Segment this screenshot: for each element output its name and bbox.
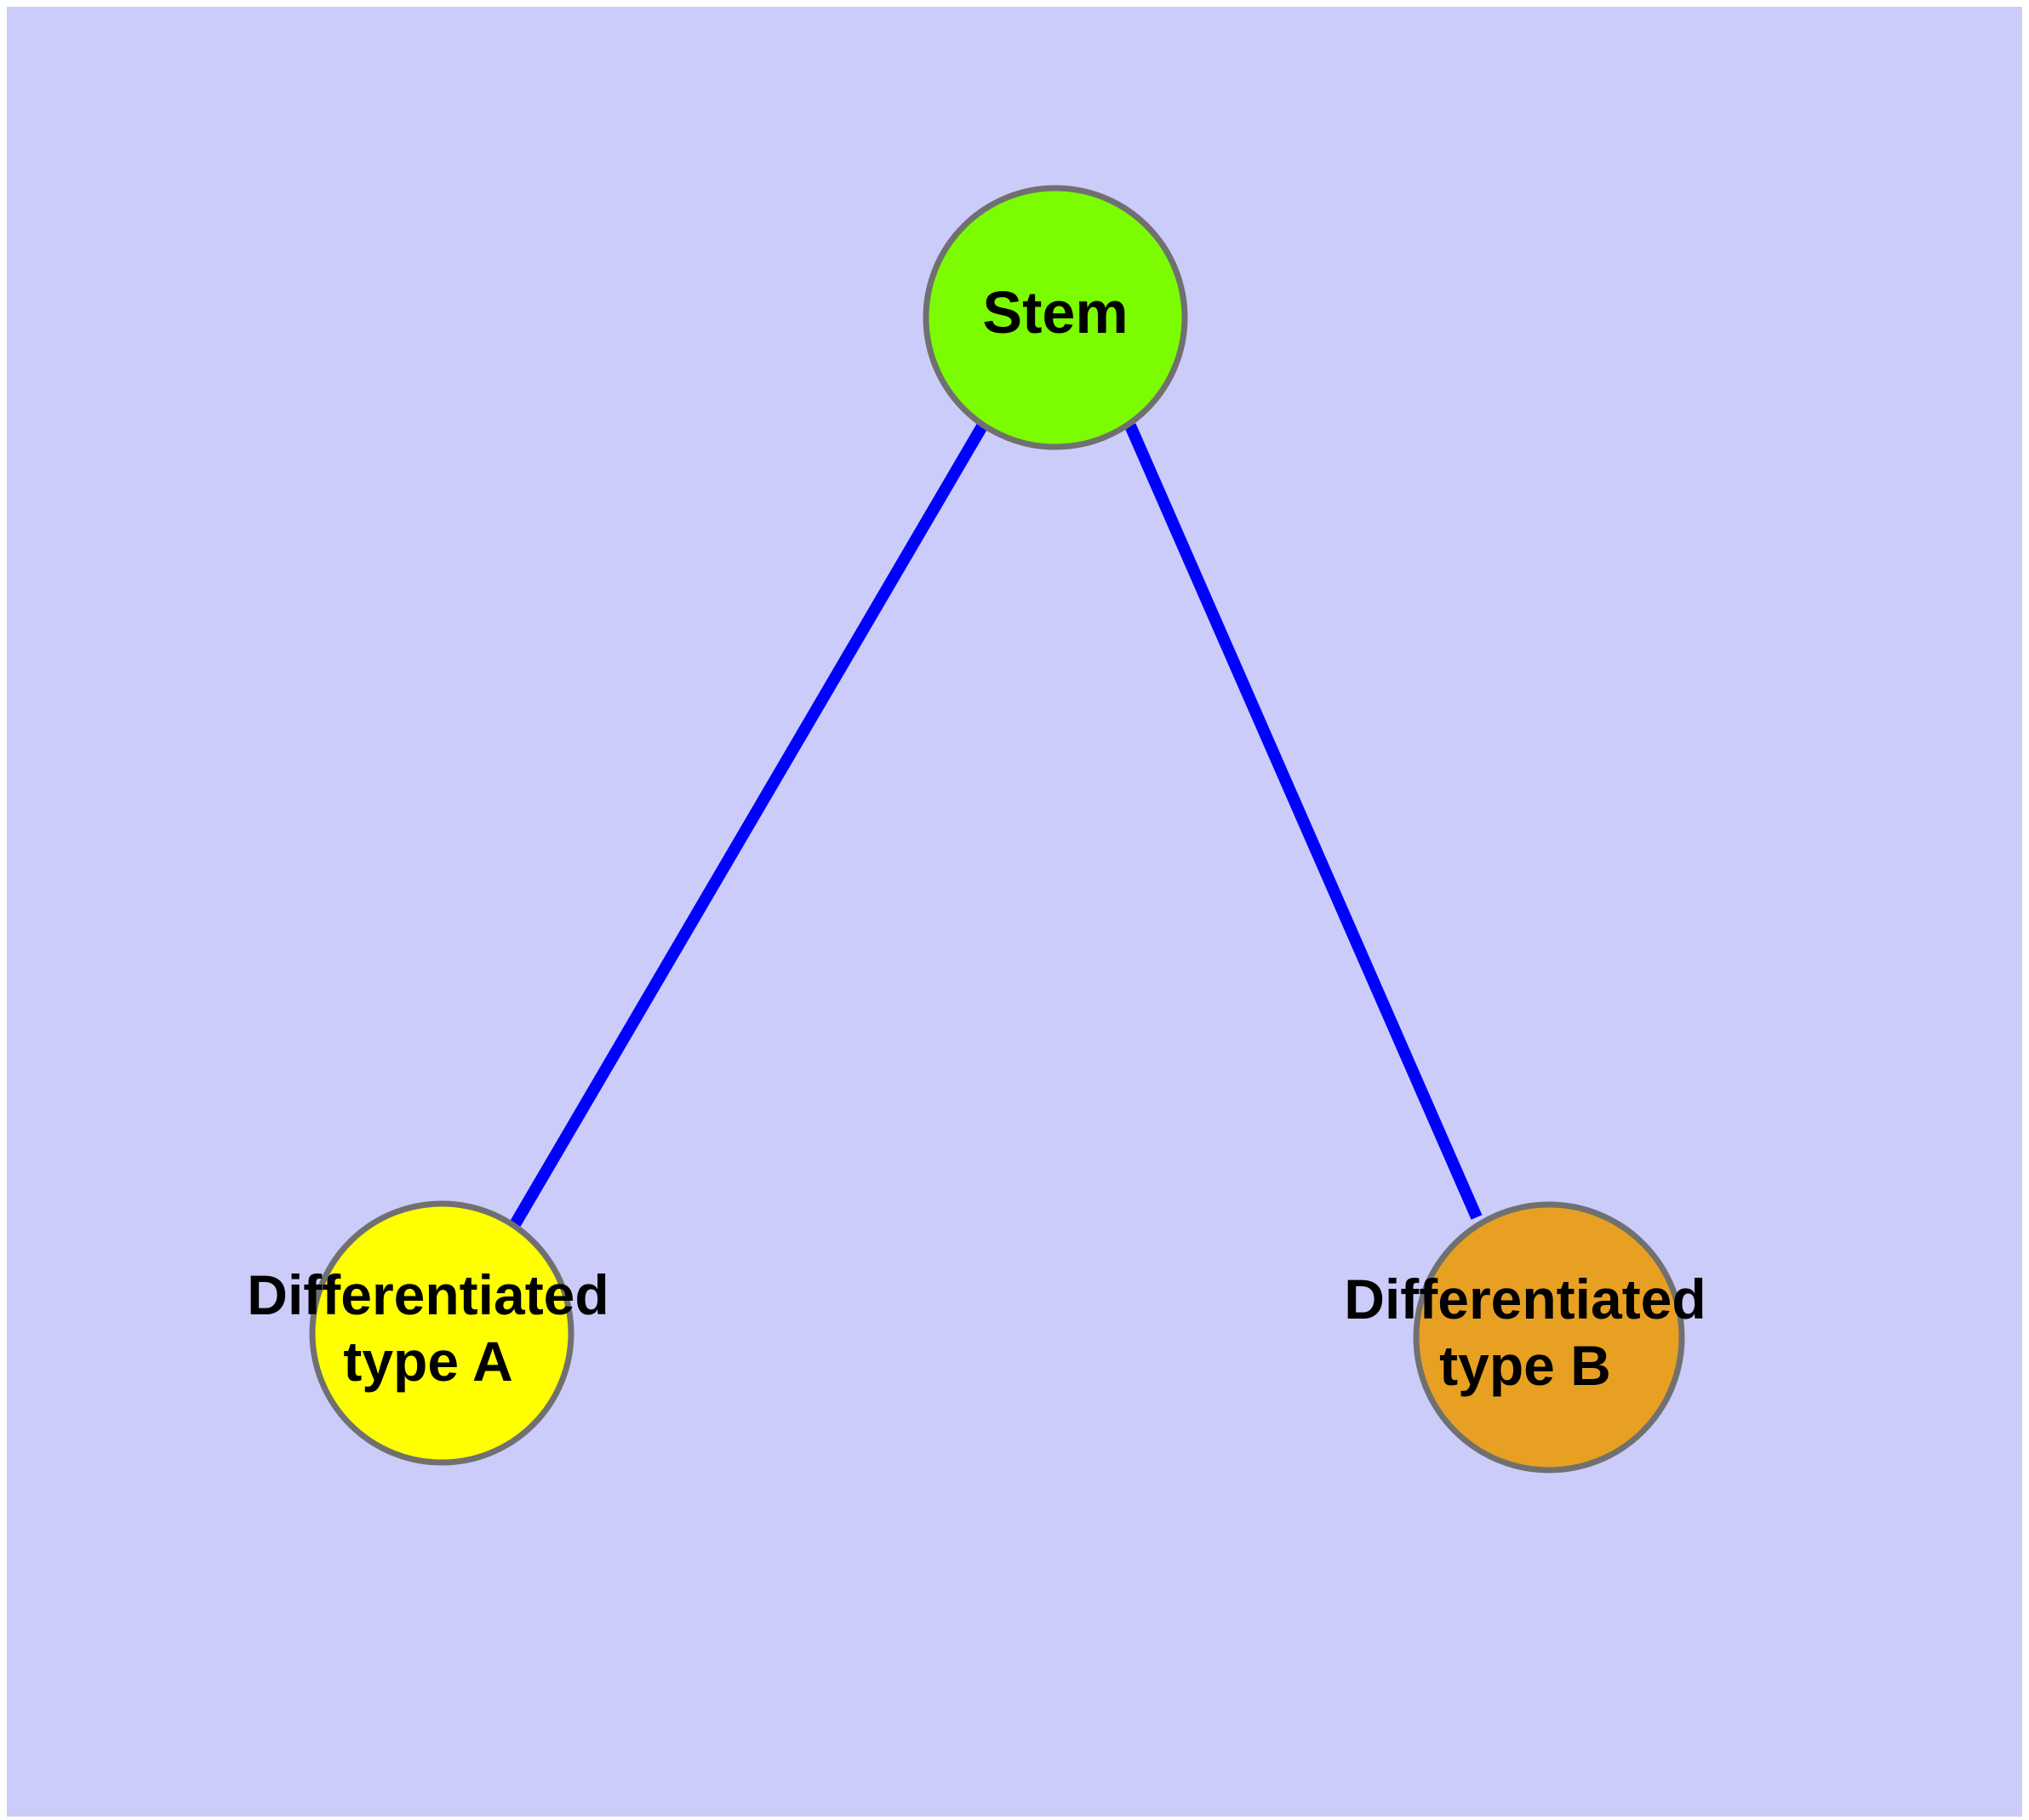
node-label-line: Differentiated [1344, 1268, 1706, 1331]
node-stem[interactable] [923, 185, 1188, 450]
node-label-line: Stem [982, 279, 1128, 346]
node-diff_a[interactable] [309, 1200, 574, 1466]
node-label-line: type B [1439, 1334, 1611, 1397]
edge-stem-diff_a[interactable] [508, 421, 989, 1229]
node-diff_b[interactable] [1413, 1201, 1685, 1474]
edges-group [508, 421, 1483, 1229]
node-label-stem: Stem [982, 279, 1128, 346]
node-label-line: type A [343, 1330, 512, 1393]
edge-stem-diff_b[interactable] [1124, 423, 1483, 1220]
node-label-line: Differentiated [247, 1263, 609, 1326]
nodes-group [309, 185, 1685, 1474]
